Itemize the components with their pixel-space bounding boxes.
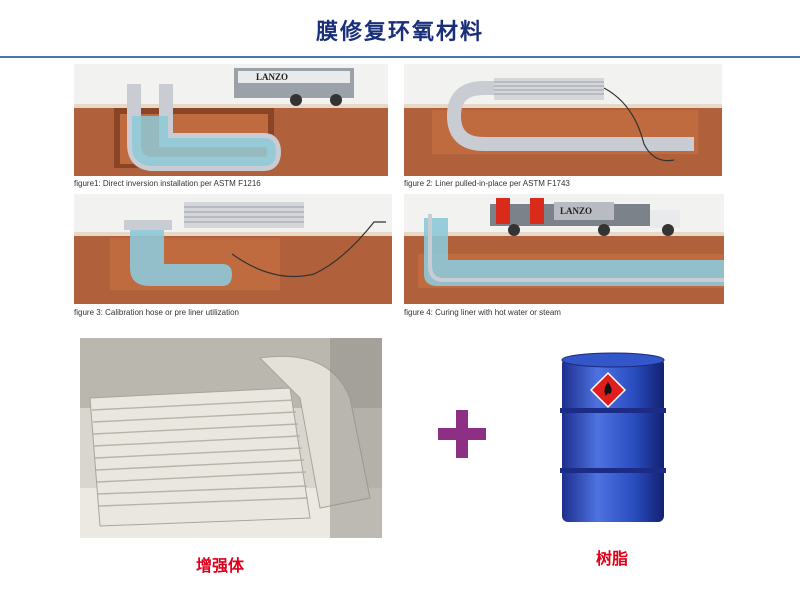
title-divider	[0, 56, 800, 58]
figure-3-diagram	[74, 194, 392, 304]
figure-1-diagram: LANZO	[74, 64, 388, 176]
reinforcement-fabric-photo	[80, 338, 382, 538]
figure-4-caption: figure 4: Curing liner with hot water or…	[404, 308, 561, 317]
truck-label-1: LANZO	[256, 72, 288, 82]
figure-1-caption: figure1: Direct inversion installation p…	[74, 179, 261, 188]
truck-label-4: LANZO	[560, 206, 592, 216]
figure-4-diagram: LANZO	[404, 194, 724, 304]
figure-2-caption: figure 2: Liner pulled-in-place per ASTM…	[404, 179, 570, 188]
page-title: 膜修复环氧材料	[315, 19, 484, 45]
resin-barrel-photo	[560, 352, 666, 522]
figure-2-diagram	[404, 64, 722, 176]
flammable-icon	[589, 371, 627, 409]
resin-label: 树脂	[596, 549, 629, 568]
figure-3-caption: figure 3: Calibration hose or pre liner …	[74, 308, 239, 317]
reinforcement-label: 增强体	[196, 556, 245, 575]
plus-icon	[438, 410, 486, 458]
